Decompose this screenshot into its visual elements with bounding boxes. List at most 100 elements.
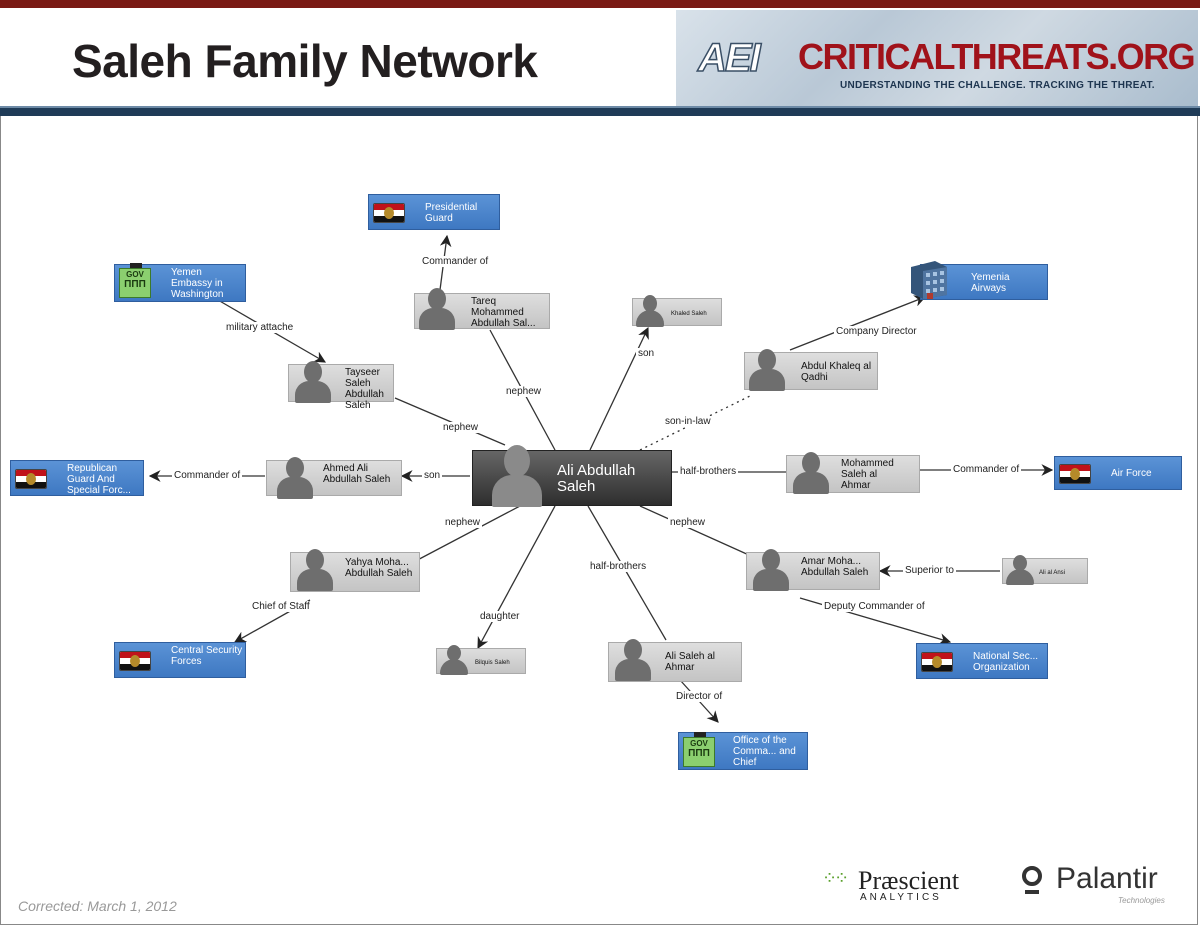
edge-label-son-ahmed: son: [422, 470, 443, 481]
node-central-security-forces[interactable]: Central Security Forces: [114, 642, 246, 678]
node-label: Abdul Khaleq al Qadhi: [801, 361, 872, 383]
edge-label-nephew-amar: nephew: [668, 517, 708, 528]
edge-son-in-law: [639, 394, 753, 451]
edge-label-half-brothers-mohammed: half-brothers: [678, 466, 739, 477]
palantir-ring-icon: [1022, 866, 1042, 894]
palantir-subtitle: Technologies: [1118, 896, 1165, 905]
yemen-seal-icon: [373, 203, 405, 223]
edge-daughter: [477, 505, 556, 650]
yemen-seal-icon: [15, 469, 47, 489]
edge-label-daughter: daughter: [478, 611, 522, 622]
node-bilquis-saleh[interactable]: Bilquis Saleh: [436, 645, 526, 675]
edge-label-nephew-tayseer: nephew: [441, 422, 481, 433]
palantir-name: Palantir: [1056, 862, 1158, 895]
person-icon: [439, 643, 469, 675]
person-icon: [791, 450, 831, 494]
edge-company-director: [789, 295, 927, 351]
node-label: Air Force: [1111, 468, 1152, 479]
node-mohammed[interactable]: Mohammed Saleh al Ahmar: [786, 452, 920, 494]
node-label: Presidential Guard: [425, 202, 478, 224]
person-icon: [489, 443, 545, 509]
logo-critical: CRITICAL: [798, 36, 953, 77]
node-ali-abdullah-saleh[interactable]: Ali Abdullah Saleh: [472, 445, 672, 507]
person-icon: [293, 359, 333, 403]
node-label: Yemen Embassy in Washington: [171, 267, 224, 300]
person-icon: [751, 547, 791, 591]
praescient-dots-icon: ⁘⁘: [822, 868, 849, 888]
node-tayseer[interactable]: Tayseer Saleh Abdullah Saleh: [288, 361, 394, 411]
node-presidential-guard[interactable]: Presidential Guard: [368, 194, 500, 230]
edge-nephew-tayseer: [394, 397, 506, 446]
node-amar[interactable]: Amar Moha... Abdullah Saleh: [746, 549, 880, 591]
yemen-seal-icon: [921, 652, 953, 672]
edge-label-nephew-tareq: nephew: [504, 386, 544, 397]
person-icon: [635, 293, 665, 327]
edge-label-commander-of-pg: Commander of: [420, 256, 491, 267]
node-republican-guard[interactable]: Republican Guard And Special Forc...: [10, 460, 144, 496]
edge-label-commander-of-rg: Commander of: [172, 470, 243, 481]
node-label: Tareq Mohammed Abdullah Sal...: [471, 296, 536, 329]
header-divider-bar: [0, 106, 1200, 116]
node-air-force[interactable]: Air Force: [1054, 456, 1182, 490]
node-tareq[interactable]: Tareq Mohammed Abdullah Sal...: [414, 288, 550, 330]
edge-half-brothers-ali: [587, 505, 667, 641]
logo-threats: THREATS.ORG: [951, 36, 1195, 77]
yemen-seal-icon: [119, 651, 151, 671]
node-label: Ali al Ansi: [1039, 570, 1066, 576]
edge-label-commander-of-af: Commander of: [951, 464, 1022, 475]
person-icon: [295, 547, 335, 591]
edge-label-military-attache: military attache: [224, 322, 296, 333]
edge-label-half-brothers-ali: half-brothers: [588, 561, 649, 572]
node-yahya[interactable]: Yahya Moha... Abdullah Saleh: [290, 549, 420, 592]
node-ahmed[interactable]: Ahmed Ali Abdullah Saleh: [266, 457, 402, 499]
edge-label-son-in-law: son-in-law: [663, 416, 713, 427]
node-label: Amar Moha... Abdullah Saleh: [801, 556, 869, 578]
edge-label-company-director: Company Director: [834, 326, 919, 337]
node-label: Yemenia Airways: [971, 272, 1010, 294]
node-label: National Sec... Organization: [973, 651, 1039, 673]
person-icon: [613, 637, 653, 681]
praescient-name: Præscient: [858, 866, 960, 895]
edge-label-nephew-yahya: nephew: [443, 517, 483, 528]
edge-label-director-of: Director of: [674, 691, 725, 702]
node-abdul-khaleq[interactable]: Abdul Khaleq al Qadhi: [744, 349, 878, 391]
person-icon: [417, 286, 457, 330]
yemen-seal-icon: [1059, 464, 1091, 484]
edge-label-chief-of-staff: Chief of Staff: [250, 601, 312, 612]
person-icon: [275, 455, 315, 499]
edge-label-son-khaled: son: [636, 348, 657, 359]
aei-logo: AEI: [697, 35, 761, 81]
page-title: Saleh Family Network: [72, 35, 538, 87]
top-accent-bar: [0, 0, 1200, 8]
node-khaled-saleh[interactable]: Khaled Saleh: [632, 295, 722, 327]
edge-nephew-amar: [639, 505, 761, 561]
node-label: Ali Abdullah Saleh: [557, 462, 636, 495]
edge-nephew-yahya: [407, 505, 521, 566]
banner-tagline: UNDERSTANDING THE CHALLENGE. TRACKING TH…: [840, 80, 1155, 91]
node-label: Office of the Comma... and Chief: [733, 735, 796, 768]
node-yemenia-airways[interactable]: Yemenia Airways: [911, 261, 1048, 300]
edge-label-deputy-commander-of: Deputy Commander of: [822, 601, 927, 612]
person-icon: [747, 347, 787, 391]
critical-threats-logo: CRITICALTHREATS.ORG: [798, 36, 1196, 78]
office-building-icon: [911, 261, 947, 299]
node-ali-saleh-al-ahmar[interactable]: Ali Saleh al Ahmar: [608, 639, 742, 682]
node-label: Tayseer Saleh Abdullah Saleh: [345, 367, 384, 411]
node-national-security-org[interactable]: National Sec... Organization: [916, 643, 1048, 679]
node-ali-al-ansi[interactable]: Ali al Ansi: [1002, 555, 1088, 585]
node-label: Yahya Moha... Abdullah Saleh: [345, 557, 413, 579]
node-label: Ahmed Ali Abdullah Saleh: [323, 463, 391, 485]
node-label: Republican Guard And Special Forc...: [67, 463, 131, 496]
edge-label-superior-to: Superior to: [903, 565, 956, 576]
node-label: Ali Saleh al Ahmar: [665, 651, 716, 673]
node-label: Central Security Forces: [171, 645, 243, 667]
node-label: Bilquis Saleh: [475, 660, 510, 666]
edge-son-khaled: [589, 326, 649, 451]
critical-threats-banner[interactable]: AEI CRITICALTHREATS.ORG UNDERSTANDING TH…: [676, 10, 1198, 107]
gov-label: GOV: [690, 739, 708, 748]
node-label: Mohammed Saleh al Ahmar: [841, 458, 894, 491]
